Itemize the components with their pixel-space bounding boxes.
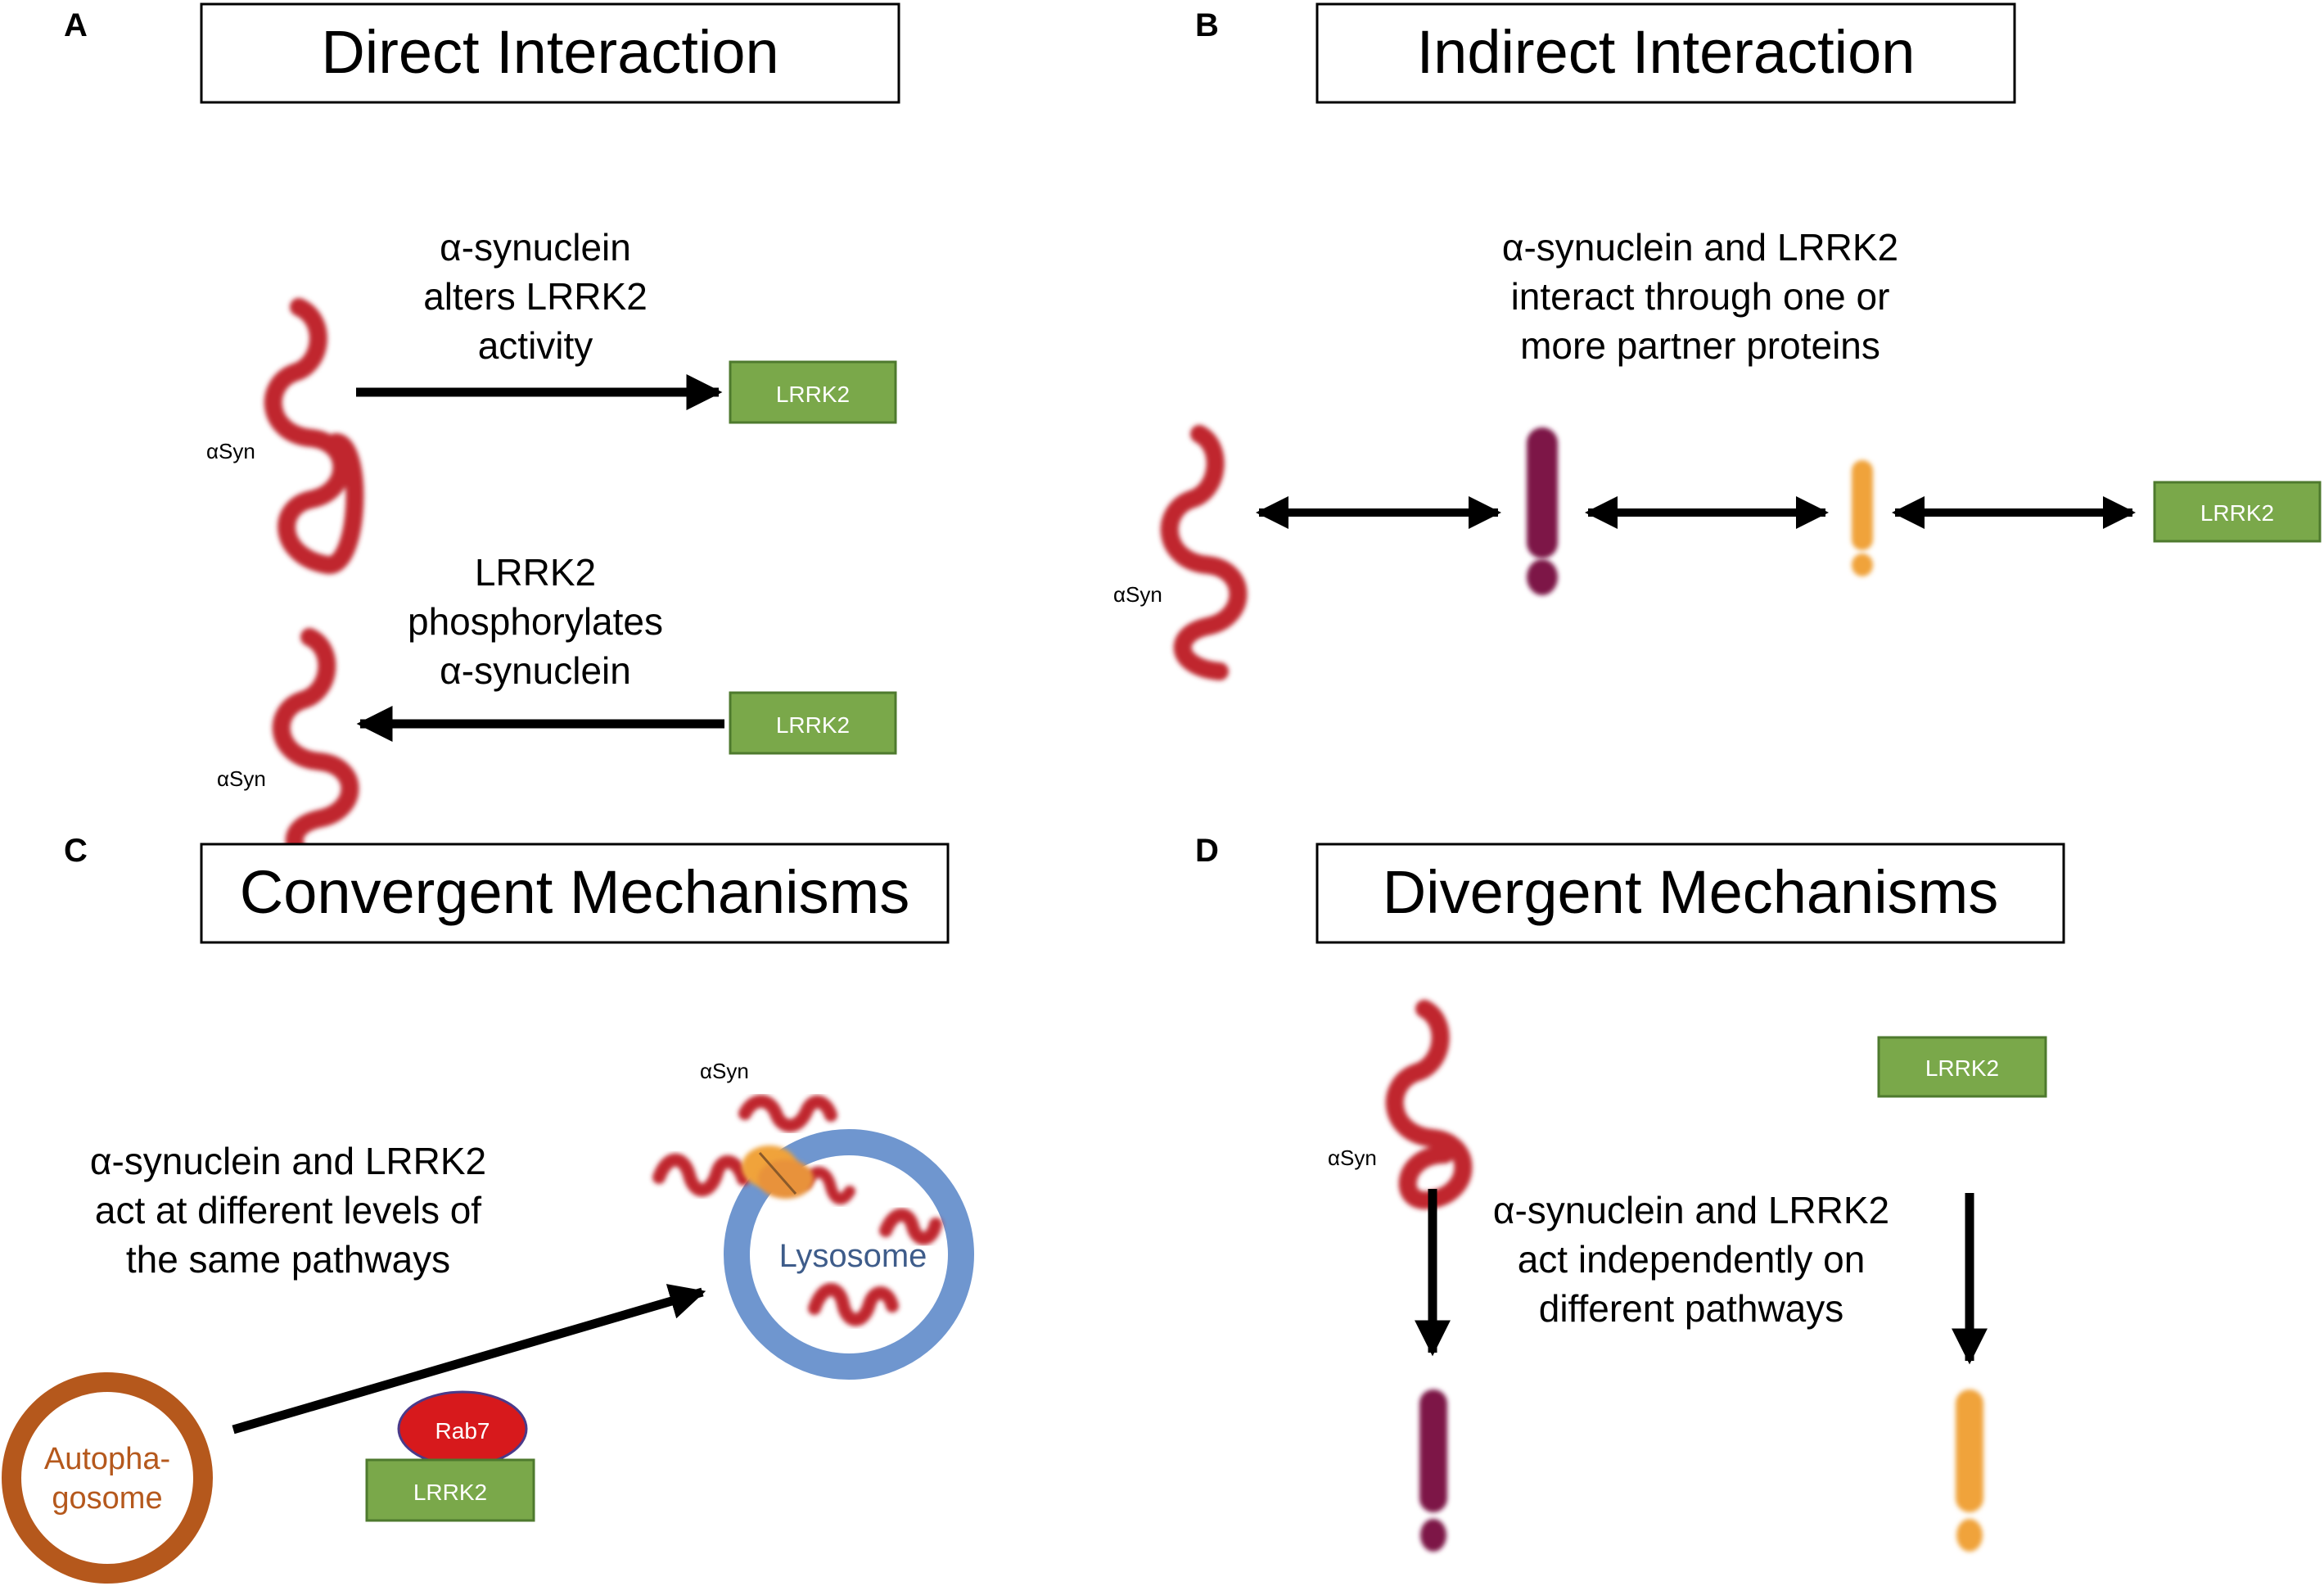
panel-b-letter: B	[1195, 7, 1219, 43]
panel-a: A Direct Interaction αSyn α-synuclein al…	[64, 2, 900, 877]
svg-text:act independently on: act independently on	[1518, 1238, 1866, 1281]
svg-text:gosome: gosome	[52, 1481, 162, 1516]
panel-c: C Convergent Mechanisms α-synuclein and …	[2, 833, 974, 1584]
svg-text:the same pathways: the same pathways	[126, 1238, 450, 1281]
panel-c-title: Convergent Mechanisms	[240, 858, 909, 926]
autophagosome-membrane	[2, 1372, 213, 1584]
partner-protein-2	[1852, 460, 1873, 576]
asyn-label: αSyn	[700, 1059, 749, 1083]
svg-text:α-synuclein: α-synuclein	[440, 226, 631, 269]
asyn-label: αSyn	[206, 439, 255, 463]
lysosome-label: Lysosome	[779, 1238, 927, 1274]
asyn-protein-b: αSyn	[1113, 425, 1248, 680]
asyn-squiggle-icon	[1385, 1000, 1473, 1209]
asyn-squiggle-icon	[264, 298, 364, 574]
svg-text:activity: activity	[478, 324, 593, 367]
asyn-label: αSyn	[1113, 582, 1162, 607]
partner-protein-icon	[1956, 1389, 1983, 1512]
svg-text:LRRK2: LRRK2	[475, 551, 596, 594]
lysosome: Lysosome	[724, 1129, 974, 1380]
partner-protein-icon	[1852, 460, 1873, 550]
asyn-squiggle-icon	[738, 1095, 837, 1132]
arrow-autophagosome-to-lysosome	[232, 1284, 706, 1435]
panel-c-title-box	[200, 843, 950, 944]
asyn-label: αSyn	[1328, 1145, 1377, 1170]
panel-a-letter: A	[64, 7, 88, 43]
lrrk2-label: LRRK2	[413, 1480, 487, 1505]
panel-d-letter: D	[1195, 833, 1219, 869]
asyn-squiggle-icon	[652, 1153, 750, 1197]
svg-text:α-synuclein and LRRK2: α-synuclein and LRRK2	[90, 1140, 486, 1182]
panel-b-title: Indirect Interaction	[1417, 18, 1916, 86]
caption-convergent: α-synuclein and LRRK2 act at different l…	[90, 1140, 486, 1281]
svg-text:alters LRRK2: alters LRRK2	[423, 275, 648, 318]
svg-text:act at different levels of: act at different levels of	[95, 1189, 481, 1231]
partner-protein-icon	[1419, 1389, 1447, 1512]
lrrk2-label: LRRK2	[776, 382, 850, 407]
panel-d: D Divergent Mechanisms αSyn LRRK2 α-synu…	[1195, 833, 2065, 1552]
svg-text:different pathways: different pathways	[1539, 1287, 1844, 1330]
svg-text:phosphorylates: phosphorylates	[408, 600, 663, 643]
autophagosome: Autopha- gosome	[2, 1372, 213, 1584]
lysosome-membrane	[724, 1129, 974, 1380]
lrrk2-box-b: LRRK2	[2153, 481, 2322, 543]
rab7-label: Rab7	[435, 1418, 490, 1444]
asyn-squiggle-icon	[801, 1166, 855, 1205]
partner-protein-icon	[1527, 427, 1558, 558]
asyn-inside-lysosome-icon	[808, 1282, 899, 1326]
svg-text:Autopha-: Autopha-	[44, 1442, 170, 1476]
svg-text:interact through one or: interact through one or	[1511, 275, 1890, 318]
lrrk2-pathway-protein	[1956, 1389, 1983, 1552]
partner-protein-1	[1527, 427, 1558, 595]
asyn-squiggle-icon	[272, 628, 359, 877]
caption-indirect-interaction: α-synuclein and LRRK2 interact through o…	[1502, 226, 1898, 367]
lrrk2-box-d: LRRK2	[1877, 1036, 2047, 1098]
lrrk2-box-a1: LRRK2	[729, 360, 897, 424]
panel-c-letter: C	[64, 833, 88, 869]
svg-text:α-synuclein and LRRK2: α-synuclein and LRRK2	[1502, 226, 1898, 269]
caption-asyn-alters-lrrk2: α-synuclein alters LRRK2 activity	[423, 226, 648, 367]
asyn-squiggle-icon	[1160, 425, 1248, 680]
lrrk2-label: LRRK2	[776, 712, 850, 738]
caption-divergent: α-synuclein and LRRK2 act independently …	[1493, 1189, 1889, 1330]
lrrk2-label: LRRK2	[2200, 500, 2274, 526]
panel-d-title: Divergent Mechanisms	[1383, 858, 1999, 926]
panel-a-title: Direct Interaction	[321, 18, 778, 86]
lrrk2-label: LRRK2	[1925, 1055, 1999, 1081]
asyn-protein-a1: αSyn	[206, 298, 364, 574]
rab7-protein: Rab7	[397, 1390, 528, 1467]
asyn-protein-d: αSyn	[1328, 1000, 1473, 1209]
svg-text:α-synuclein: α-synuclein	[440, 649, 631, 692]
panel-b: B Indirect Interaction α-synuclein and L…	[1113, 2, 2322, 680]
svg-text:α-synuclein and LRRK2: α-synuclein and LRRK2	[1493, 1189, 1889, 1231]
panel-a-title-box	[200, 2, 900, 104]
asyn-inside-lysosome-icon	[879, 1208, 942, 1245]
panel-b-title-box	[1315, 2, 2016, 104]
panel-d-title-box	[1315, 843, 2065, 944]
svg-text:more partner proteins: more partner proteins	[1520, 324, 1880, 367]
asyn-pathway-protein	[1419, 1389, 1447, 1552]
caption-lrrk2-phosphorylates-asyn: LRRK2 phosphorylates α-synuclein	[408, 551, 663, 692]
lrrk2-box-a2: LRRK2	[729, 691, 897, 755]
asyn-label: αSyn	[217, 766, 266, 791]
membrane-channel-icon	[742, 1145, 814, 1199]
asyn-protein-a2: αSyn	[217, 628, 359, 877]
lrrk2-box-c: LRRK2	[365, 1458, 535, 1522]
